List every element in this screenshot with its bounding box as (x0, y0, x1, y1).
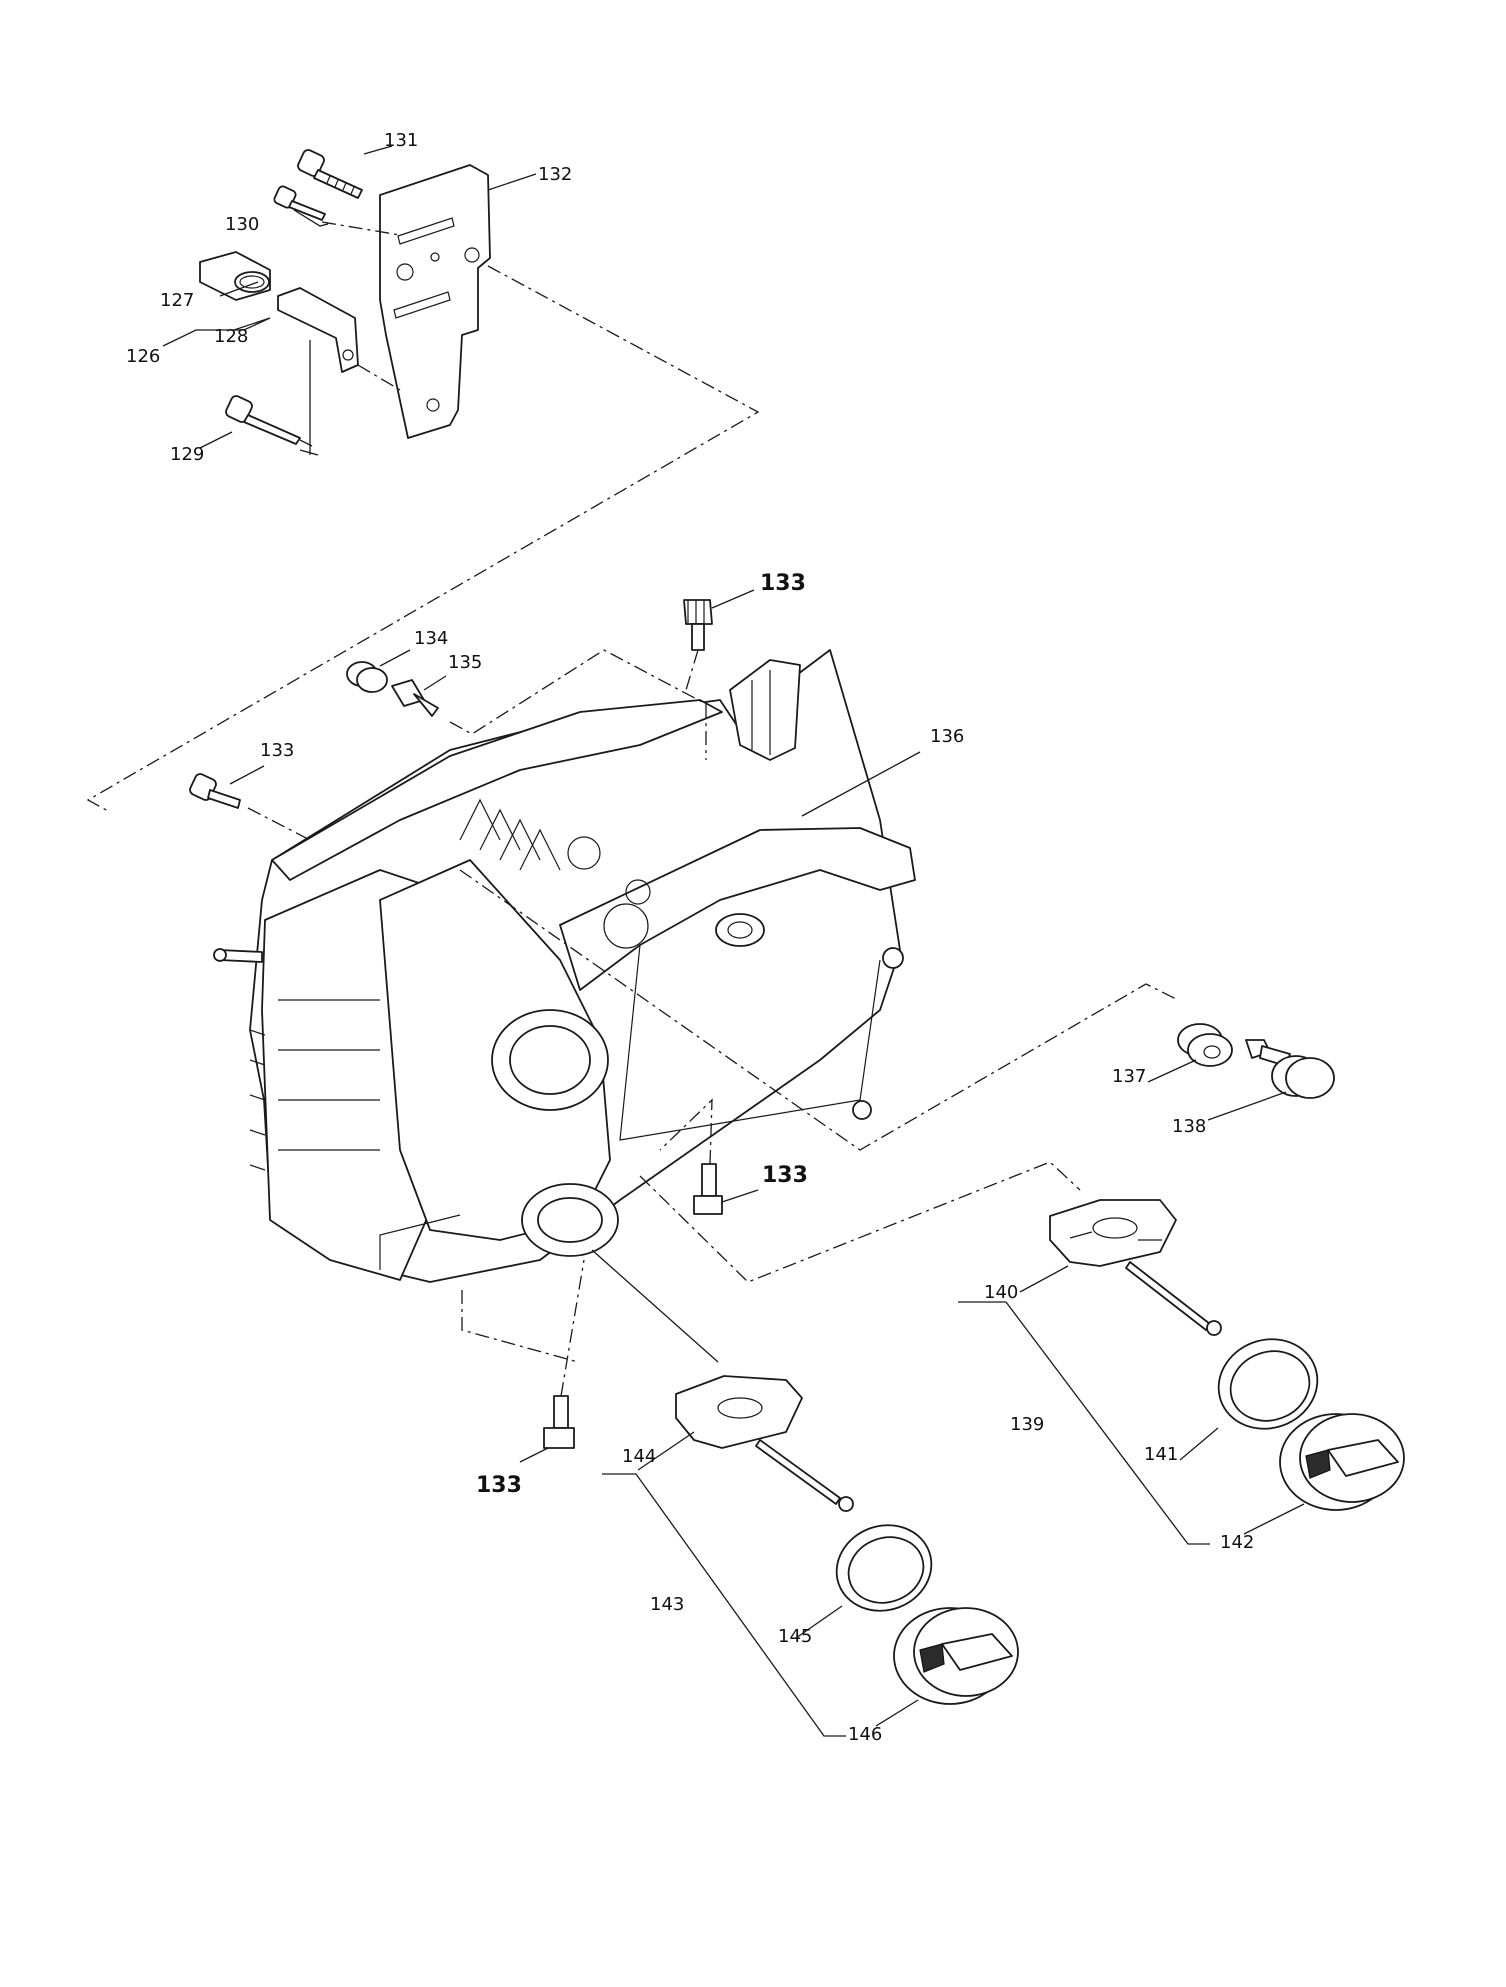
callout-133-top: 133 (760, 571, 806, 596)
part-133-top-screw (683, 589, 755, 691)
dashed-guide-top (86, 265, 760, 813)
callout-142: 142 (1220, 1532, 1254, 1553)
part-134-cap (346, 649, 411, 693)
dashed-guide-134 (449, 649, 707, 760)
part-135-pin (391, 675, 447, 717)
callout-132: 132 (538, 164, 572, 185)
part-132-plate (379, 164, 491, 439)
callout-134: 134 (414, 628, 448, 649)
part-133-bottom-screw (461, 1259, 585, 1463)
callout-146: 146 (848, 1724, 882, 1745)
dashed-guide-137 (459, 869, 1179, 1151)
bracket-139 (958, 1301, 1210, 1545)
callout-135: 135 (448, 652, 482, 673)
callout-129: 129 (170, 444, 204, 465)
part-127-spacer (199, 251, 271, 301)
part-136-housing (213, 649, 916, 1283)
callout-136: 136 (930, 726, 964, 747)
callout-130: 130 (225, 214, 259, 235)
part-131-bolt (297, 149, 363, 199)
bracket-143 (602, 1473, 846, 1737)
part-140-filter (1019, 1199, 1222, 1336)
callout-137: 137 (1112, 1066, 1146, 1087)
part-133-left-screw (189, 765, 311, 841)
part-141-seal (1179, 1338, 1319, 1461)
callout-131: 131 (384, 130, 418, 151)
part-146-cap (875, 1607, 1019, 1727)
callout-126: 126 (126, 346, 160, 367)
leader-136 (801, 751, 921, 817)
part-137-grommet (1147, 1023, 1233, 1083)
part-138-button (1207, 1039, 1335, 1121)
callout-145: 145 (778, 1626, 812, 1647)
callout-144: 144 (622, 1446, 656, 1467)
callout-133-bottom: 133 (476, 1473, 522, 1498)
part-142-cap (1243, 1413, 1405, 1535)
callout-127: 127 (160, 290, 194, 311)
part-129-screw (225, 395, 301, 445)
callout-133-left: 133 (260, 740, 294, 761)
callout-139: 139 (1010, 1414, 1044, 1435)
part-144-filter (637, 1375, 854, 1512)
callout-141: 141 (1144, 1444, 1178, 1465)
callout-138: 138 (1172, 1116, 1206, 1137)
part-145-seal (795, 1524, 933, 1639)
top-leaders (162, 145, 537, 456)
callout-133-mid: 133 (762, 1163, 808, 1188)
leader-to-144 (591, 1249, 719, 1363)
part-133-mid-screw (659, 1098, 759, 1215)
callout-140: 140 (984, 1282, 1018, 1303)
dashed-guide-140 (639, 1161, 1081, 1283)
part-128-bracket (277, 287, 359, 373)
part-130-screw (273, 185, 326, 221)
callout-128: 128 (214, 326, 248, 347)
callout-143: 143 (650, 1594, 684, 1615)
